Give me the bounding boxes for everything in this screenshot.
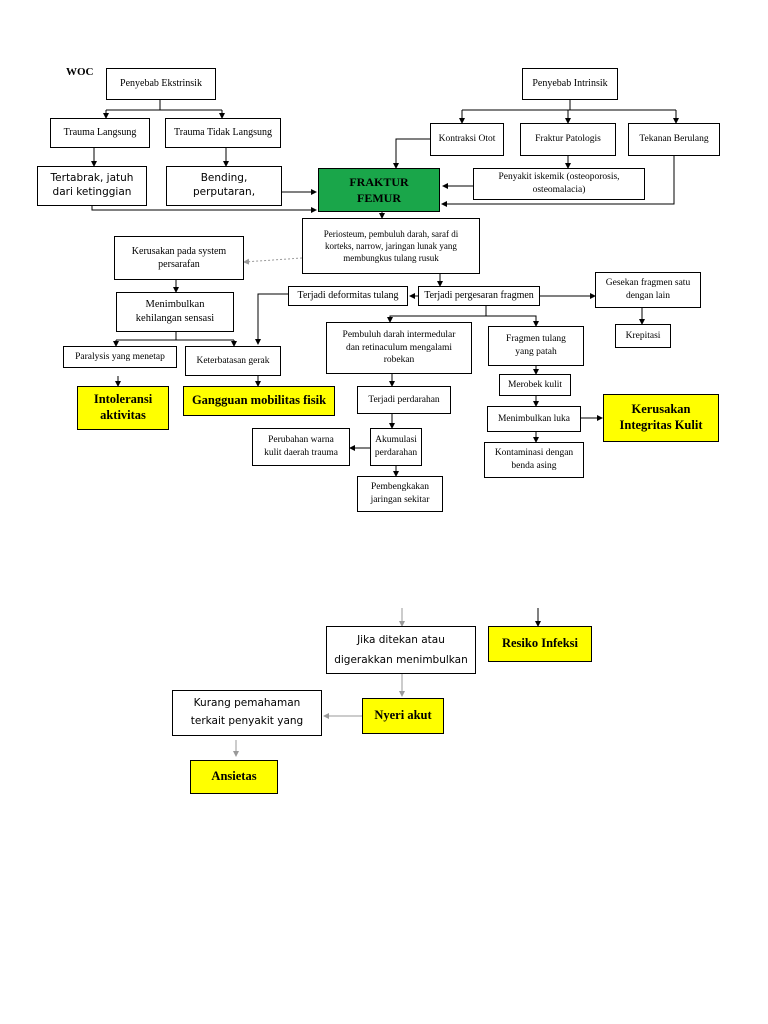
diagnosis-ansietas: Ansietas — [190, 760, 278, 794]
diagnosis-resiko-infeksi: Resiko Infeksi — [488, 626, 592, 662]
node-kontaminasi: Kontaminasi dengan benda asing — [484, 442, 584, 478]
node-akumulasi: Akumulasi perdarahan — [370, 428, 422, 466]
node-kerusakan-saraf: Kerusakan pada system persarafan — [114, 236, 244, 280]
node-menimbulkan-kehilangan: Menimbulkan kehilangan sensasi — [116, 292, 234, 332]
node-tertabrak: Tertabrak, jatuh dari ketinggian — [37, 166, 147, 206]
node-fragmen-patah: Fragmen tulang yang patah — [488, 326, 584, 366]
node-periosteum: Periosteum, pembuluh darah, saraf di kor… — [302, 218, 480, 274]
node-jika-ditekan: Jika ditekan atau digerakkan menimbulkan — [326, 626, 476, 674]
diagnosis-gangguan-mobilitas: Gangguan mobilitas fisik — [183, 386, 335, 416]
diagnosis-intoleransi: Intoleransi aktivitas — [77, 386, 169, 430]
node-penyebab-ekstrinsik: Penyebab Ekstrinsik — [106, 68, 216, 100]
diagnosis-nyeri-akut: Nyeri akut — [362, 698, 444, 734]
node-menimbulkan-luka: Menimbulkan luka — [487, 406, 581, 432]
node-gesekan: Gesekan fragmen satu dengan lain — [595, 272, 701, 308]
diagnosis-kerusakan-integritas: Kerusakan Integritas Kulit — [603, 394, 719, 442]
node-pembengkakan: Pembengkakan jaringan sekitar — [357, 476, 443, 512]
node-fraktur-femur: FRAKTUR FEMUR — [318, 168, 440, 212]
node-tekanan-berulang: Tekanan Berulang — [628, 123, 720, 156]
node-kurang-pemahaman: Kurang pemahaman terkait penyakit yang — [172, 690, 322, 736]
node-fraktur-patologis: Fraktur Patologis — [520, 123, 616, 156]
node-pembuluh-darah: Pembuluh darah intermedular dan retinacu… — [326, 322, 472, 374]
node-deformitas: Terjadi deformitas tulang — [288, 286, 408, 306]
node-merobek-kulit: Merobek kulit — [499, 374, 571, 396]
node-paralysis: Paralysis yang menetap — [63, 346, 177, 368]
node-terjadi-perdarahan: Terjadi perdarahan — [357, 386, 451, 414]
node-penyakit-iskemik: Penyakit iskemik (osteoporosis, osteomal… — [473, 168, 645, 200]
node-trauma-langsung: Trauma Langsung — [50, 118, 150, 148]
woc-label: WOC — [66, 66, 94, 78]
node-keterbatasan: Keterbatasan gerak — [185, 346, 281, 376]
node-bending: Bending, perputaran, — [166, 166, 282, 206]
node-krepitasi: Krepitasi — [615, 324, 671, 348]
node-perubahan-warna: Perubahan warna kulit daerah trauma — [252, 428, 350, 466]
node-penyebab-intrinsik: Penyebab Intrinsik — [522, 68, 618, 100]
node-kontraksi-otot: Kontraksi Otot — [430, 123, 504, 156]
node-pergeseran: Terjadi pergesaran fragmen — [418, 286, 540, 306]
node-trauma-tidak-langsung: Trauma Tidak Langsung — [165, 118, 281, 148]
